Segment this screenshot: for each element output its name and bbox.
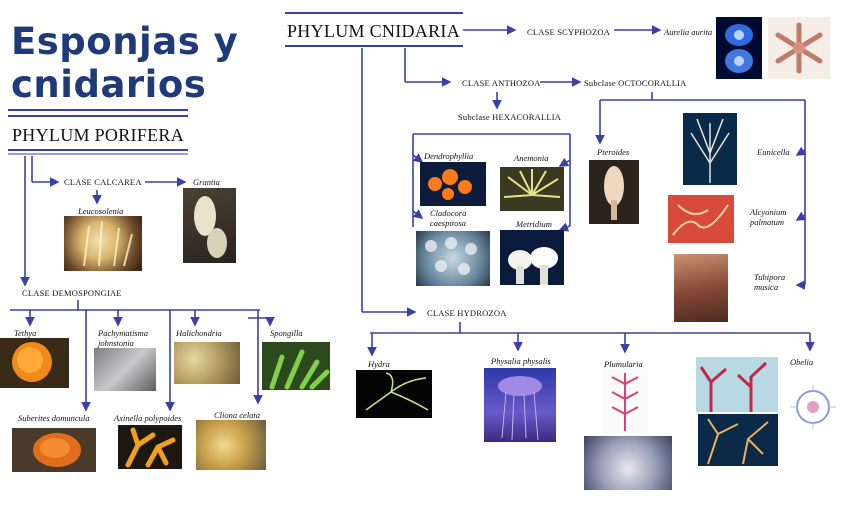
species-pachymatisma: Pachymatisma johnstonia [98, 328, 168, 348]
species-cliona: Cliona celata [214, 410, 260, 420]
species-eunicella: Eunicella [757, 147, 790, 157]
photo-eunicella-fan [683, 113, 737, 185]
photo-plumularia [602, 369, 648, 433]
photo-tubipora [674, 254, 728, 322]
photo-cladocora [416, 231, 490, 286]
species-plumularia: Plumularia [604, 359, 643, 369]
species-physalia: Physalia physalis [491, 356, 551, 366]
photo-halichondria [174, 342, 240, 384]
species-aurelia: Aurelia aurita [664, 27, 712, 37]
photo-axinella [118, 425, 182, 469]
species-hydra: Hydra [368, 359, 390, 369]
phylum-porifera-label: PHYLUM PORIFERA [12, 125, 184, 146]
page-title: Esponjas y cnidarios [11, 20, 238, 106]
species-tubipora: Tubipora musica [754, 272, 802, 292]
photo-hydra [356, 370, 432, 418]
species-alcyonium: Alcyonium palmatum [750, 207, 798, 227]
photo-spongilla [262, 342, 330, 390]
photo-suberites [12, 428, 96, 472]
photo-cliona [196, 420, 266, 470]
photo-anemonia [500, 167, 564, 211]
species-spongilla: Spongilla [270, 328, 303, 338]
clase-calcarea-label: CLASE CALCAREA [64, 177, 142, 187]
photo-obelia-medusa [788, 384, 838, 430]
photo-grantia [183, 188, 236, 263]
clase-hydrozoa-label: CLASE HYDROZOA [427, 308, 507, 318]
photo-plumularia-2 [584, 436, 672, 490]
subclase-octocorallia-label: Subclase OCTOCORALLIA [584, 78, 687, 88]
species-leucosolenia: Leucosolenia [78, 206, 123, 216]
clase-demospongiae-label: CLASE DEMOSPONGIAE [22, 288, 122, 298]
species-tethya: Tethya [14, 328, 36, 338]
photo-dendrophyllia [420, 162, 486, 206]
photo-tethya [0, 338, 69, 388]
subclase-hexacorallia-label: Subclase HEXACORALLIA [458, 112, 561, 122]
clase-anthozoa-label: CLASE ANTHOZOA [462, 78, 541, 88]
species-suberites: Suberites domuncula [18, 413, 90, 423]
species-grantia: Grantia [193, 177, 220, 187]
title-line-1: Esponjas y [11, 20, 238, 63]
photo-metridium [500, 230, 564, 285]
photo-obelia-2 [698, 414, 778, 466]
photo-obelia-1 [696, 357, 778, 412]
species-halichondria: Halichondria [176, 328, 222, 338]
species-obelia: Obelia [790, 357, 813, 367]
photo-eunicella [668, 195, 734, 243]
clase-scyphozoa-label: CLASE SCYPHOZOA [527, 27, 610, 37]
species-anemonia: Anemonia [514, 153, 548, 163]
species-metridium: Metridium [516, 219, 552, 229]
species-dendrophyllia: Dendrophyllia [424, 151, 473, 161]
photo-pteroides [589, 160, 639, 224]
photo-aurelia-2 [768, 17, 830, 79]
species-cladocora: Cladocora caespitosa [430, 208, 490, 228]
photo-physalia [484, 368, 556, 442]
photo-pachymatisma [94, 348, 156, 391]
phylum-cnidaria-label: PHYLUM CNIDARIA [287, 21, 460, 42]
photo-leucosolenia [64, 216, 142, 271]
species-pteroides: Pteroides [597, 147, 629, 157]
species-axinella: Axinella polypoides [114, 413, 181, 423]
photo-aurelia-1 [716, 17, 762, 79]
title-line-2: cnidarios [11, 63, 238, 106]
